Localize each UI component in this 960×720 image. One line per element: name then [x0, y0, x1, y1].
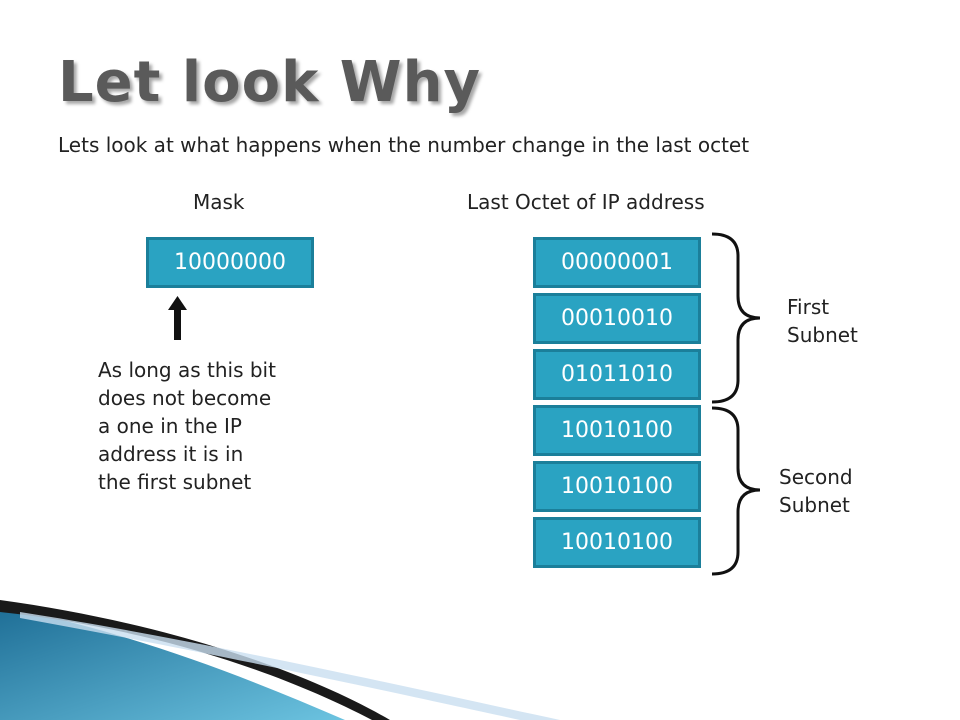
ip-octet-box: 00010010 [533, 293, 701, 344]
mask-value-box: 10000000 [146, 237, 314, 288]
mask-heading: Mask [193, 190, 245, 214]
ip-heading: Last Octet of IP address [467, 190, 705, 214]
second-subnet-label: Second Subnet [779, 465, 853, 517]
ip-octet-box: 10010100 [533, 461, 701, 512]
slide-subtitle: Lets look at what happens when the numbe… [58, 133, 750, 157]
ip-octet-box: 00000001 [533, 237, 701, 288]
note-line: the first subnet [98, 470, 252, 494]
mask-note: As long as this bit does not become a on… [98, 356, 276, 496]
note-line: address it is in [98, 442, 244, 466]
note-line: a one in the IP [98, 414, 242, 438]
ip-octet-box: 10010100 [533, 405, 701, 456]
first-subnet-label: First Subnet [787, 295, 858, 347]
note-line: does not become [98, 386, 272, 410]
ip-octet-box: 01011010 [533, 349, 701, 400]
ip-octet-box: 10010100 [533, 517, 701, 568]
slide-title: Let look Why [58, 50, 481, 115]
note-line: As long as this bit [98, 358, 276, 382]
